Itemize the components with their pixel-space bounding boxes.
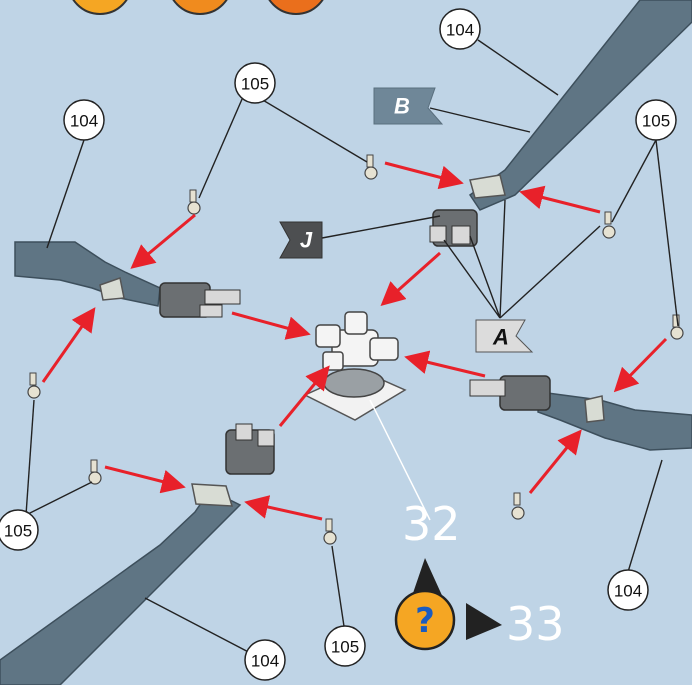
callout-label: 104	[614, 582, 642, 601]
screw	[27, 372, 41, 399]
screw	[364, 154, 378, 180]
screw	[88, 459, 102, 485]
blade-holder	[159, 282, 241, 318]
screw	[602, 211, 616, 239]
callout-label: 105	[331, 638, 359, 657]
flag-j: J	[279, 221, 323, 259]
blade-grip	[191, 483, 234, 507]
blade-bottom-left	[0, 483, 242, 685]
callout-label: 105	[642, 112, 670, 131]
assembly-arrows	[41, 161, 668, 521]
top-circle-icon	[72, 0, 128, 15]
callout-105: 105	[0, 509, 39, 551]
screw	[511, 492, 525, 520]
blade-grip	[469, 174, 506, 199]
blade-holder	[429, 209, 478, 247]
leader-lines	[25, 39, 679, 658]
help-icon[interactable]	[394, 589, 456, 651]
screw	[187, 189, 201, 215]
step-number-current: 32	[402, 497, 461, 551]
blade-grip	[99, 277, 125, 301]
flag-a: A	[475, 319, 534, 353]
flag-a-label: A	[492, 325, 509, 350]
rotor-hub	[303, 311, 407, 421]
help-symbol: ?	[415, 601, 435, 641]
blade-holder	[469, 375, 551, 411]
flag-b: B	[373, 87, 444, 125]
step-leader-line	[369, 399, 431, 521]
blade-grip	[584, 395, 605, 423]
callout-label: 104	[446, 21, 474, 40]
callout-105: 105	[635, 99, 677, 141]
top-icons	[72, 0, 324, 15]
blade-right	[537, 391, 692, 451]
callout-104: 104	[244, 639, 286, 681]
blade-left	[14, 241, 161, 307]
screw	[670, 314, 684, 340]
callout-104: 104	[607, 569, 649, 611]
callout-105: 105	[234, 62, 276, 104]
callout-label: 105	[241, 75, 269, 94]
callout-105: 105	[324, 625, 366, 667]
callout-label: 105	[4, 522, 32, 541]
callout-104: 104	[439, 8, 481, 50]
callout-label: 104	[70, 112, 98, 131]
callout-104: 104	[63, 99, 105, 141]
top-circle-icon	[172, 0, 228, 15]
blade-holder	[225, 423, 275, 475]
help-button[interactable]: ?	[394, 589, 456, 651]
callout-label: 104	[251, 652, 279, 671]
top-circle-icon	[268, 0, 324, 15]
arrow-right-icon	[466, 603, 502, 640]
flag-b-label: B	[394, 94, 410, 119]
step-number-next[interactable]: 33	[506, 597, 565, 651]
flag-j-label: J	[300, 228, 313, 253]
screw	[323, 518, 337, 545]
blade-top-right	[468, 0, 692, 211]
